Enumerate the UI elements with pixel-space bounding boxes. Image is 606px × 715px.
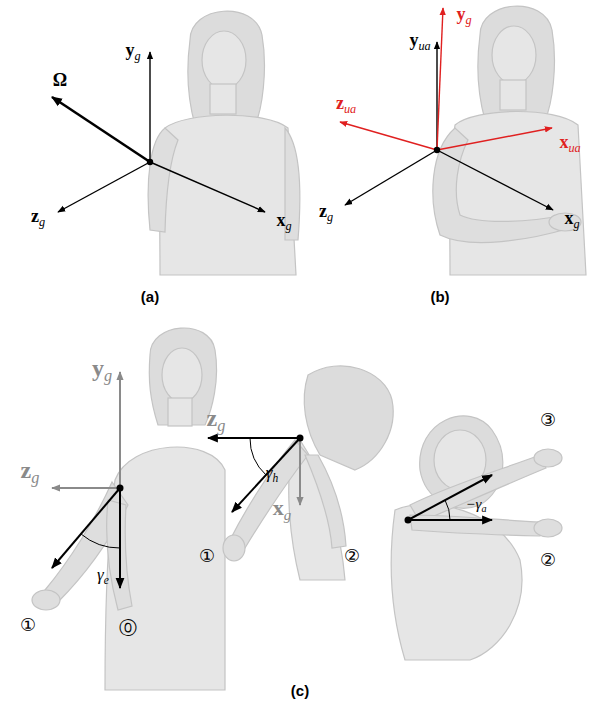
- symbol: z: [31, 206, 39, 226]
- human-model: [391, 416, 562, 660]
- global-axes: [299, 438, 301, 505]
- symbol: y: [456, 4, 465, 24]
- axis-label: yua: [409, 31, 430, 49]
- human-model: [148, 11, 300, 275]
- axis-label: xg: [276, 211, 291, 229]
- callout-number: ②: [540, 551, 556, 569]
- angle-label: γe: [97, 566, 109, 583]
- callout-number: ①: [20, 616, 36, 634]
- axis-label: yg: [125, 41, 140, 59]
- symbol: x: [564, 208, 573, 228]
- human-model: [223, 366, 393, 580]
- symbol: x: [273, 495, 284, 520]
- symbol: y: [125, 40, 134, 60]
- panel-label: (a): [141, 289, 159, 304]
- subscript: h: [272, 471, 278, 484]
- symbol: x: [276, 210, 285, 230]
- symbol: γ: [266, 463, 273, 482]
- symbol: z: [319, 201, 327, 221]
- angle-label: −γa: [465, 497, 486, 512]
- subscript: g: [217, 416, 225, 435]
- origin-dot: [147, 159, 153, 165]
- axis-label: zg: [31, 207, 45, 225]
- angle-arrows: [408, 475, 492, 520]
- subscript: g: [284, 507, 291, 523]
- subscript: ua: [568, 141, 580, 155]
- symbol: z: [336, 93, 344, 113]
- coordinate-axes: [345, 42, 553, 210]
- axis-label: xg: [273, 497, 291, 519]
- vector-label: Ω: [53, 71, 67, 89]
- axis-label: xg: [564, 209, 579, 227]
- subscript: g: [39, 215, 45, 229]
- callout-number: ③: [540, 411, 556, 429]
- symbol: −γ: [465, 496, 481, 512]
- panel-label: (b): [430, 289, 449, 304]
- subscript: g: [285, 219, 291, 233]
- symbol: y: [92, 355, 104, 381]
- axis-label: yg: [456, 5, 471, 23]
- human-model: [32, 328, 225, 690]
- axis-label: zg: [319, 202, 333, 220]
- subscript: g: [134, 49, 140, 63]
- subscript: g: [573, 217, 579, 231]
- axis-label: yg: [92, 356, 112, 380]
- subscript: g: [31, 468, 39, 487]
- axis-label: zg: [21, 458, 40, 482]
- segment-axes: [340, 8, 552, 150]
- symbol: z: [21, 457, 32, 483]
- subscript: ua: [344, 102, 356, 116]
- angle-arrows: [52, 488, 120, 588]
- subscript: e: [104, 573, 109, 586]
- global-axes: [52, 372, 120, 488]
- angle-label: γh: [266, 464, 278, 481]
- symbol: y: [409, 30, 418, 50]
- symbol: γ: [97, 565, 104, 584]
- symbol: z: [207, 405, 218, 431]
- subscript: g: [104, 366, 112, 385]
- origin-dot: [405, 517, 412, 524]
- callout-number: ①: [199, 547, 215, 565]
- axis-label: zg: [207, 406, 226, 430]
- origin-dot: [297, 435, 304, 442]
- axis-label: zua: [336, 94, 356, 112]
- coordinate-axes: [52, 52, 265, 212]
- subscript: g: [327, 210, 333, 224]
- origin-dot: [117, 485, 124, 492]
- symbol: x: [559, 132, 568, 152]
- axis-label: xua: [559, 133, 580, 151]
- panel-label: (c): [291, 683, 309, 698]
- subscript: g: [465, 13, 471, 27]
- human-model: [433, 6, 586, 275]
- subscript: a: [481, 503, 486, 514]
- callout-number: ②: [344, 547, 360, 565]
- angle-arrows: [208, 438, 300, 512]
- origin-dot: [434, 147, 440, 153]
- subscript: ua: [418, 39, 430, 53]
- callout-number: ⓪: [119, 619, 137, 637]
